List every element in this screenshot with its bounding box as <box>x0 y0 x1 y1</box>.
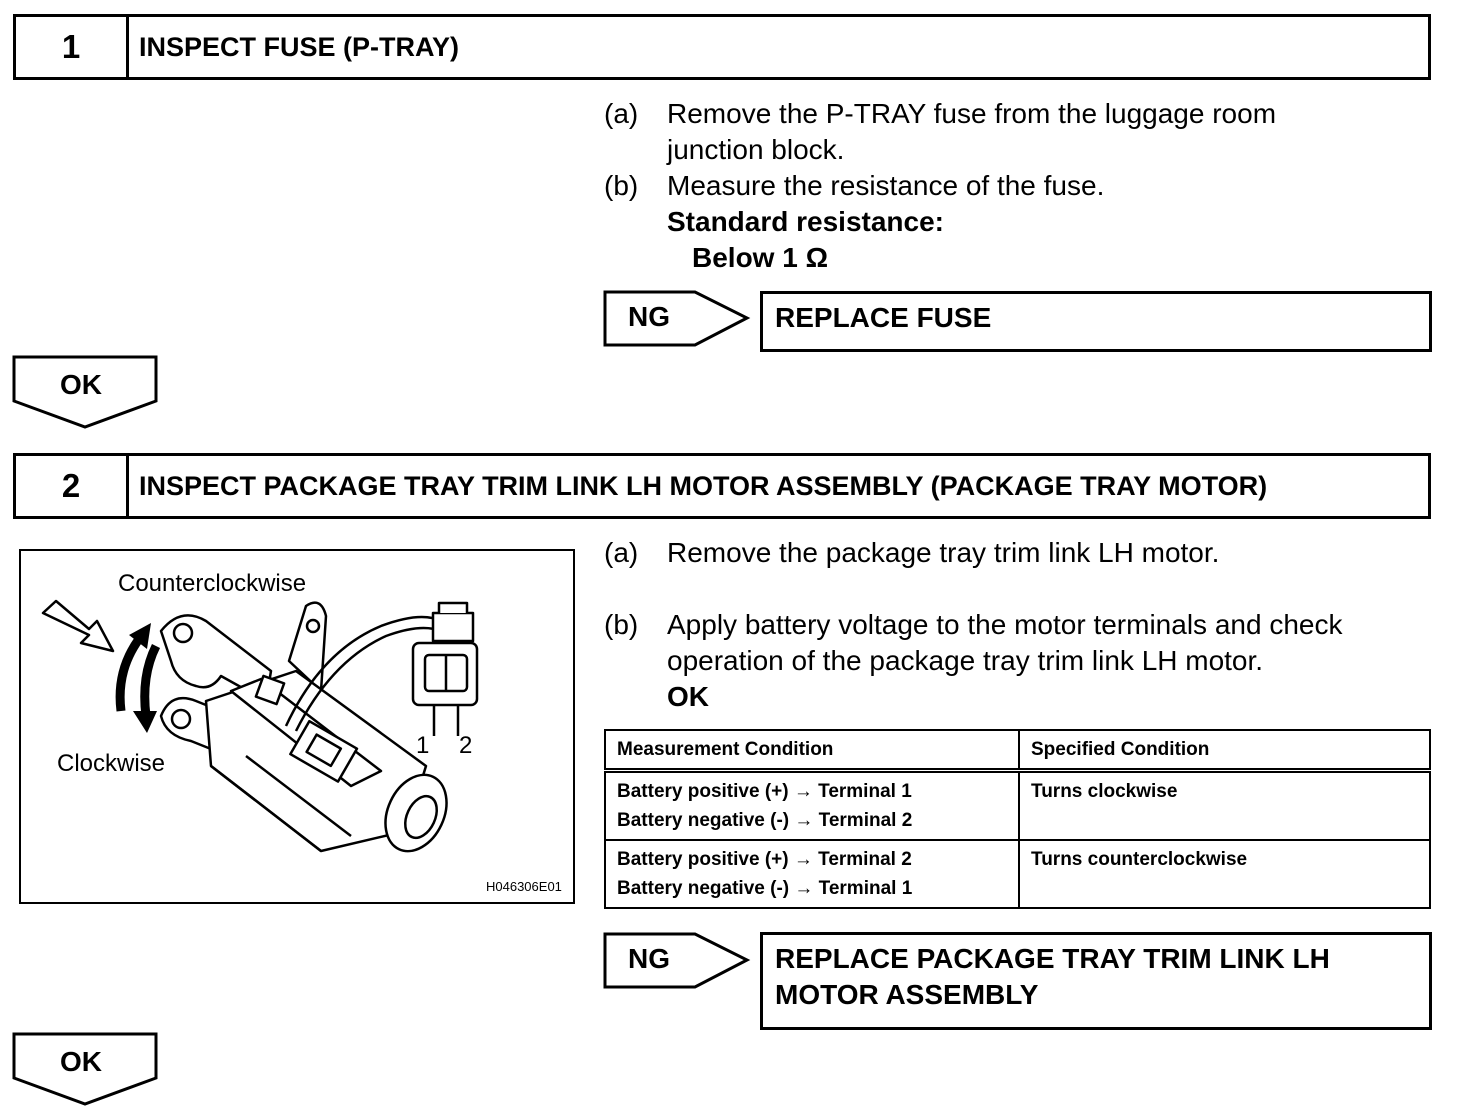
instruction-text: Remove the package tray trim link LH mot… <box>667 537 1220 568</box>
table-cell-condition: Battery positive (+) → Terminal 2 Batter… <box>604 839 1020 909</box>
condition-line: Battery positive (+) → Terminal 1 <box>617 781 912 802</box>
step-1-number: 1 <box>16 17 129 77</box>
table-cell-result: Turns counterclockwise <box>1018 839 1431 909</box>
instruction-text: Remove the P-TRAY fuse from the luggage … <box>667 98 1277 129</box>
ng-action-text: REPLACE PACKAGE TRAY TRIM LINK LH <box>775 943 1330 974</box>
step-2-instructions: (a) Remove the package tray trim link LH… <box>604 535 1424 715</box>
motor-figure: Counterclockwise Clockwise 1 2 H046306E0… <box>19 549 575 904</box>
step-2-number: 2 <box>16 456 129 516</box>
instruction-label: (b) <box>604 609 639 640</box>
ng-action-text: MOTOR ASSEMBLY <box>775 979 1039 1010</box>
step-1-title: INSPECT FUSE (P-TRAY) <box>139 31 460 62</box>
ng-label: NG <box>628 943 670 974</box>
instruction-text: Measure the resistance of the fuse. <box>667 170 1105 201</box>
table-cell-condition: Battery positive (+) → Terminal 1 Batter… <box>604 769 1020 841</box>
ng-action-box: REPLACE PACKAGE TRAY TRIM LINK LH MOTOR … <box>760 932 1432 1030</box>
ng-action-box: REPLACE FUSE <box>760 291 1432 352</box>
ok-down-arrow-icon <box>12 1032 158 1106</box>
table-row: Battery positive (+) → Terminal 2 Batter… <box>604 839 1431 909</box>
standard-resistance-value: Below 1 Ω <box>692 242 829 273</box>
instruction-text: operation of the package tray trim link … <box>667 645 1264 676</box>
label-counterclockwise: Counterclockwise <box>118 570 306 597</box>
table-header-cell: Specified Condition <box>1018 729 1431 773</box>
table-header-cell: Measurement Condition <box>604 729 1020 773</box>
ng-arrow-icon <box>603 290 751 347</box>
figure-id: H046306E01 <box>486 879 562 894</box>
step-2-header: 2 INSPECT PACKAGE TRAY TRIM LINK LH MOTO… <box>13 453 1431 519</box>
condition-line: Battery negative (-) → Terminal 2 <box>617 810 913 831</box>
ng-label: NG <box>628 301 670 332</box>
step-1-header: 1 INSPECT FUSE (P-TRAY) <box>13 14 1431 80</box>
table-cell-result: Turns clockwise <box>1018 769 1431 841</box>
step-2-title: INSPECT PACKAGE TRAY TRIM LINK LH MOTOR … <box>139 470 1268 501</box>
motor-illustration: Counterclockwise Clockwise 1 2 H046306E0… <box>41 570 562 894</box>
label-clockwise: Clockwise <box>57 750 165 777</box>
ok-heading: OK <box>667 681 709 712</box>
instruction-label: (a) <box>604 98 639 129</box>
instruction-text: Apply battery voltage to the motor termi… <box>667 609 1343 640</box>
terminal-1-label: 1 <box>416 732 429 759</box>
ok-label: OK <box>60 369 102 400</box>
ok-label: OK <box>60 1046 102 1077</box>
table-header-row: Measurement Condition Specified Conditio… <box>604 729 1431 773</box>
condition-line: Battery positive (+) → Terminal 2 <box>617 849 912 870</box>
terminal-2-label: 2 <box>459 732 472 759</box>
measurement-table: Measurement Condition Specified Conditio… <box>604 729 1431 909</box>
condition-line: Battery negative (-) → Terminal 1 <box>617 878 913 899</box>
step-1-instructions: (a) Remove the P-TRAY fuse from the lugg… <box>604 96 1424 276</box>
instruction-label: (a) <box>604 537 639 568</box>
standard-resistance-label: Standard resistance: <box>667 206 944 237</box>
ng-arrow-icon <box>603 932 751 989</box>
ok-down-arrow-icon <box>12 355 158 429</box>
instruction-label: (b) <box>604 170 639 201</box>
ng-action-text: REPLACE FUSE <box>775 302 992 333</box>
table-row: Battery positive (+) → Terminal 1 Batter… <box>604 769 1431 841</box>
instruction-text: junction block. <box>667 134 845 165</box>
